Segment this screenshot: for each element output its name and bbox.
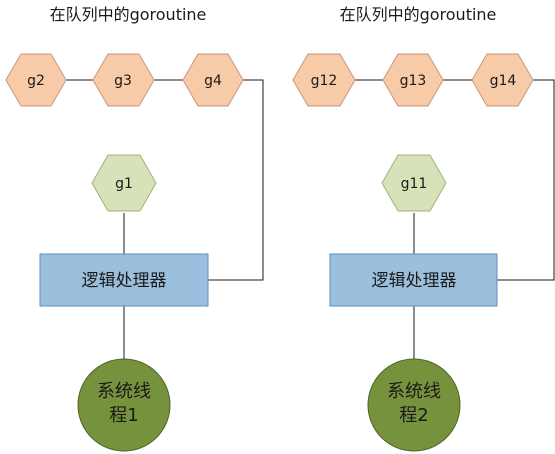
running-goroutine-hexagon: g11 xyxy=(381,154,447,212)
running-goroutine-hexagon: g1 xyxy=(91,154,157,212)
goroutine-label: g12 xyxy=(311,73,338,89)
scheduler-group-1: 在队列中的goroutine g2 g3 g4 g1 逻辑处理器 xyxy=(5,5,264,452)
thread-label-line-1: 系统线 xyxy=(387,381,441,402)
logical-processor-box: 逻辑处理器 xyxy=(329,253,498,307)
queued-goroutine-hexagon: g3 xyxy=(92,53,155,107)
goroutine-label: g3 xyxy=(114,73,132,89)
queued-goroutine-hexagon: g12 xyxy=(292,53,356,107)
goroutine-label: g1 xyxy=(115,176,133,192)
scheduler-group-2: 在队列中的goroutine g12 g13 g14 g11 逻辑处理器 xyxy=(292,5,555,452)
goroutine-label: g13 xyxy=(400,73,427,89)
goroutine-label: g11 xyxy=(401,176,428,192)
queued-goroutine-hexagon: g14 xyxy=(471,53,534,107)
queue-title: 在队列中的goroutine xyxy=(340,5,497,24)
thread-label-line-2: 程1 xyxy=(109,405,138,426)
queued-goroutine-hexagon: g13 xyxy=(382,53,444,107)
goroutine-label: g2 xyxy=(27,73,45,89)
processor-label: 逻辑处理器 xyxy=(372,271,457,291)
thread-label-line-2: 程2 xyxy=(399,405,428,426)
connector-line xyxy=(497,79,555,281)
connector-line xyxy=(208,79,264,281)
system-thread-circle: 系统线 程1 xyxy=(77,358,171,452)
thread-label-line-1: 系统线 xyxy=(97,381,151,402)
logical-processor-box: 逻辑处理器 xyxy=(39,253,209,307)
processor-label: 逻辑处理器 xyxy=(82,271,167,291)
goroutine-label: g4 xyxy=(204,73,222,89)
queued-goroutine-hexagon: g2 xyxy=(5,53,67,107)
queue-title: 在队列中的goroutine xyxy=(50,5,207,24)
queued-goroutine-hexagon: g4 xyxy=(182,53,244,107)
system-thread-circle: 系统线 程2 xyxy=(367,358,461,452)
goroutine-label: g14 xyxy=(490,73,517,89)
